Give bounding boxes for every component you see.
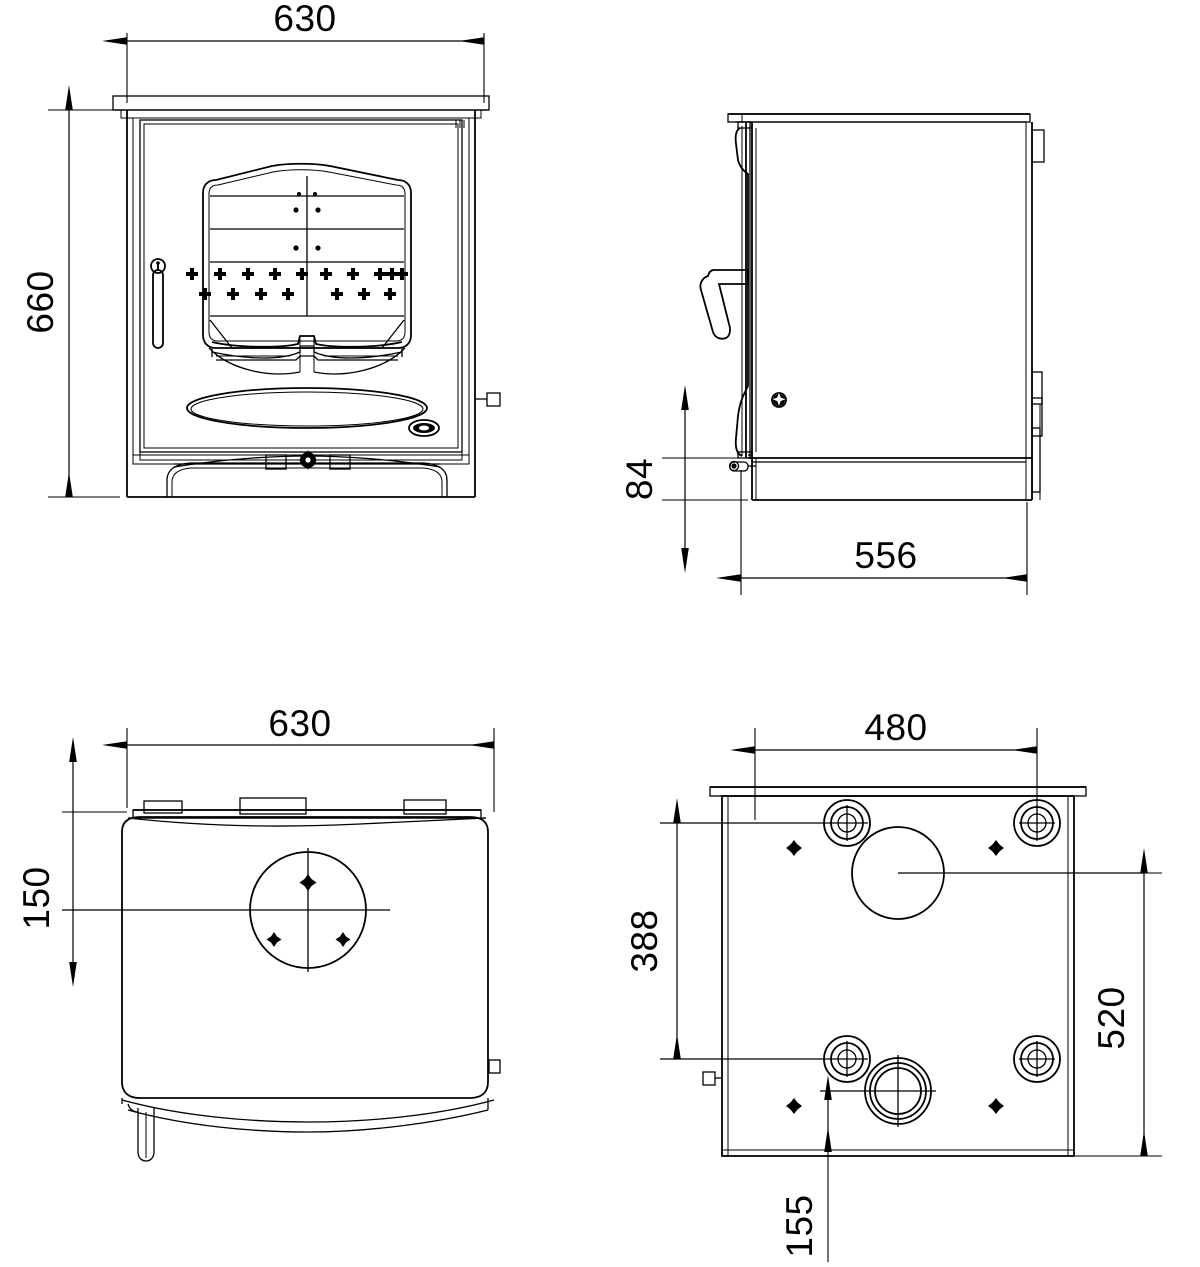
dimension-label-side-depth: 556 xyxy=(854,535,917,576)
dimension-top-flue-offset: 150 xyxy=(16,737,127,987)
base-plan-mounting-bolts xyxy=(660,799,1061,1083)
front-ash-pan xyxy=(166,450,448,497)
side-panel-screw xyxy=(771,392,787,408)
front-body-outline xyxy=(126,110,476,497)
side-rear-brackets xyxy=(1031,129,1045,500)
front-ash-pan-latch[interactable] xyxy=(298,450,318,470)
dimension-label-base-outlet-offset: 155 xyxy=(779,1194,820,1257)
front-firebox-window xyxy=(202,162,412,349)
top-plan-base-skirt xyxy=(121,1098,495,1162)
dimension-label-side-base-height: 84 xyxy=(619,458,660,500)
mounting-bolt-top-left xyxy=(660,799,871,847)
dimension-label-base-depth: 520 xyxy=(1091,986,1132,1049)
front-side-latch xyxy=(475,392,501,407)
dimension-base-bolt-spacing-y: 388 xyxy=(624,798,722,1060)
front-door-handle[interactable] xyxy=(150,258,166,349)
front-airwash-holes xyxy=(186,268,408,300)
side-body-outline xyxy=(751,122,1033,501)
top-plan-body-outline xyxy=(121,816,489,1099)
base-plan-diamond-markers xyxy=(786,840,1004,1114)
dimension-base-bolt-spacing-x: 480 xyxy=(730,707,1038,820)
dimension-front-height: 660 xyxy=(20,85,120,498)
dimension-top-width: 630 xyxy=(102,703,495,812)
side-door-handle[interactable] xyxy=(699,269,749,340)
front-ash-lip xyxy=(186,387,428,429)
side-base-latch[interactable] xyxy=(728,460,757,472)
dimension-label-top-width: 630 xyxy=(268,703,331,744)
view-base-plan: 480 388 520 155 xyxy=(624,707,1162,1262)
dimension-label-front-height: 660 xyxy=(20,270,61,333)
front-air-control-knob[interactable] xyxy=(408,419,440,437)
side-top-plate xyxy=(727,113,1031,123)
dimension-side-base-height: 84 xyxy=(619,385,748,573)
view-side-elevation: 84 556 xyxy=(619,113,1045,595)
dimension-label-front-width: 630 xyxy=(273,0,336,39)
front-firebrick-lining xyxy=(210,176,404,317)
dimension-front-width: 630 xyxy=(102,0,485,103)
dimension-base-depth: 520 xyxy=(1072,848,1162,1157)
dimension-label-base-bolt-spacing-y: 388 xyxy=(624,909,665,972)
base-plan-plate-outline xyxy=(721,795,1075,1157)
view-front-elevation: 630 660 xyxy=(20,0,501,498)
base-plan-rear-rail xyxy=(709,786,1087,797)
front-top-plate xyxy=(112,95,490,119)
view-top-plan: 630 150 xyxy=(16,703,501,1162)
front-grate xyxy=(208,319,406,375)
dimension-side-depth: 556 xyxy=(716,470,1028,595)
dimension-label-base-bolt-spacing-x: 480 xyxy=(864,707,927,748)
dimension-label-top-flue-offset: 150 xyxy=(16,866,57,929)
top-plan-rear-rail xyxy=(127,797,487,827)
top-plan-leg xyxy=(127,1103,155,1162)
front-door-frame xyxy=(132,119,470,465)
top-plan-side-latch xyxy=(488,1059,501,1074)
side-door-edge xyxy=(734,121,757,459)
top-plan-flue-collar xyxy=(62,848,390,972)
side-base-plinth xyxy=(728,454,1032,500)
base-plan-side-latch xyxy=(702,1071,722,1086)
dimension-base-outlet-offset: 155 xyxy=(779,1075,898,1262)
mounting-bolt-bottom-right xyxy=(1013,1035,1061,1083)
